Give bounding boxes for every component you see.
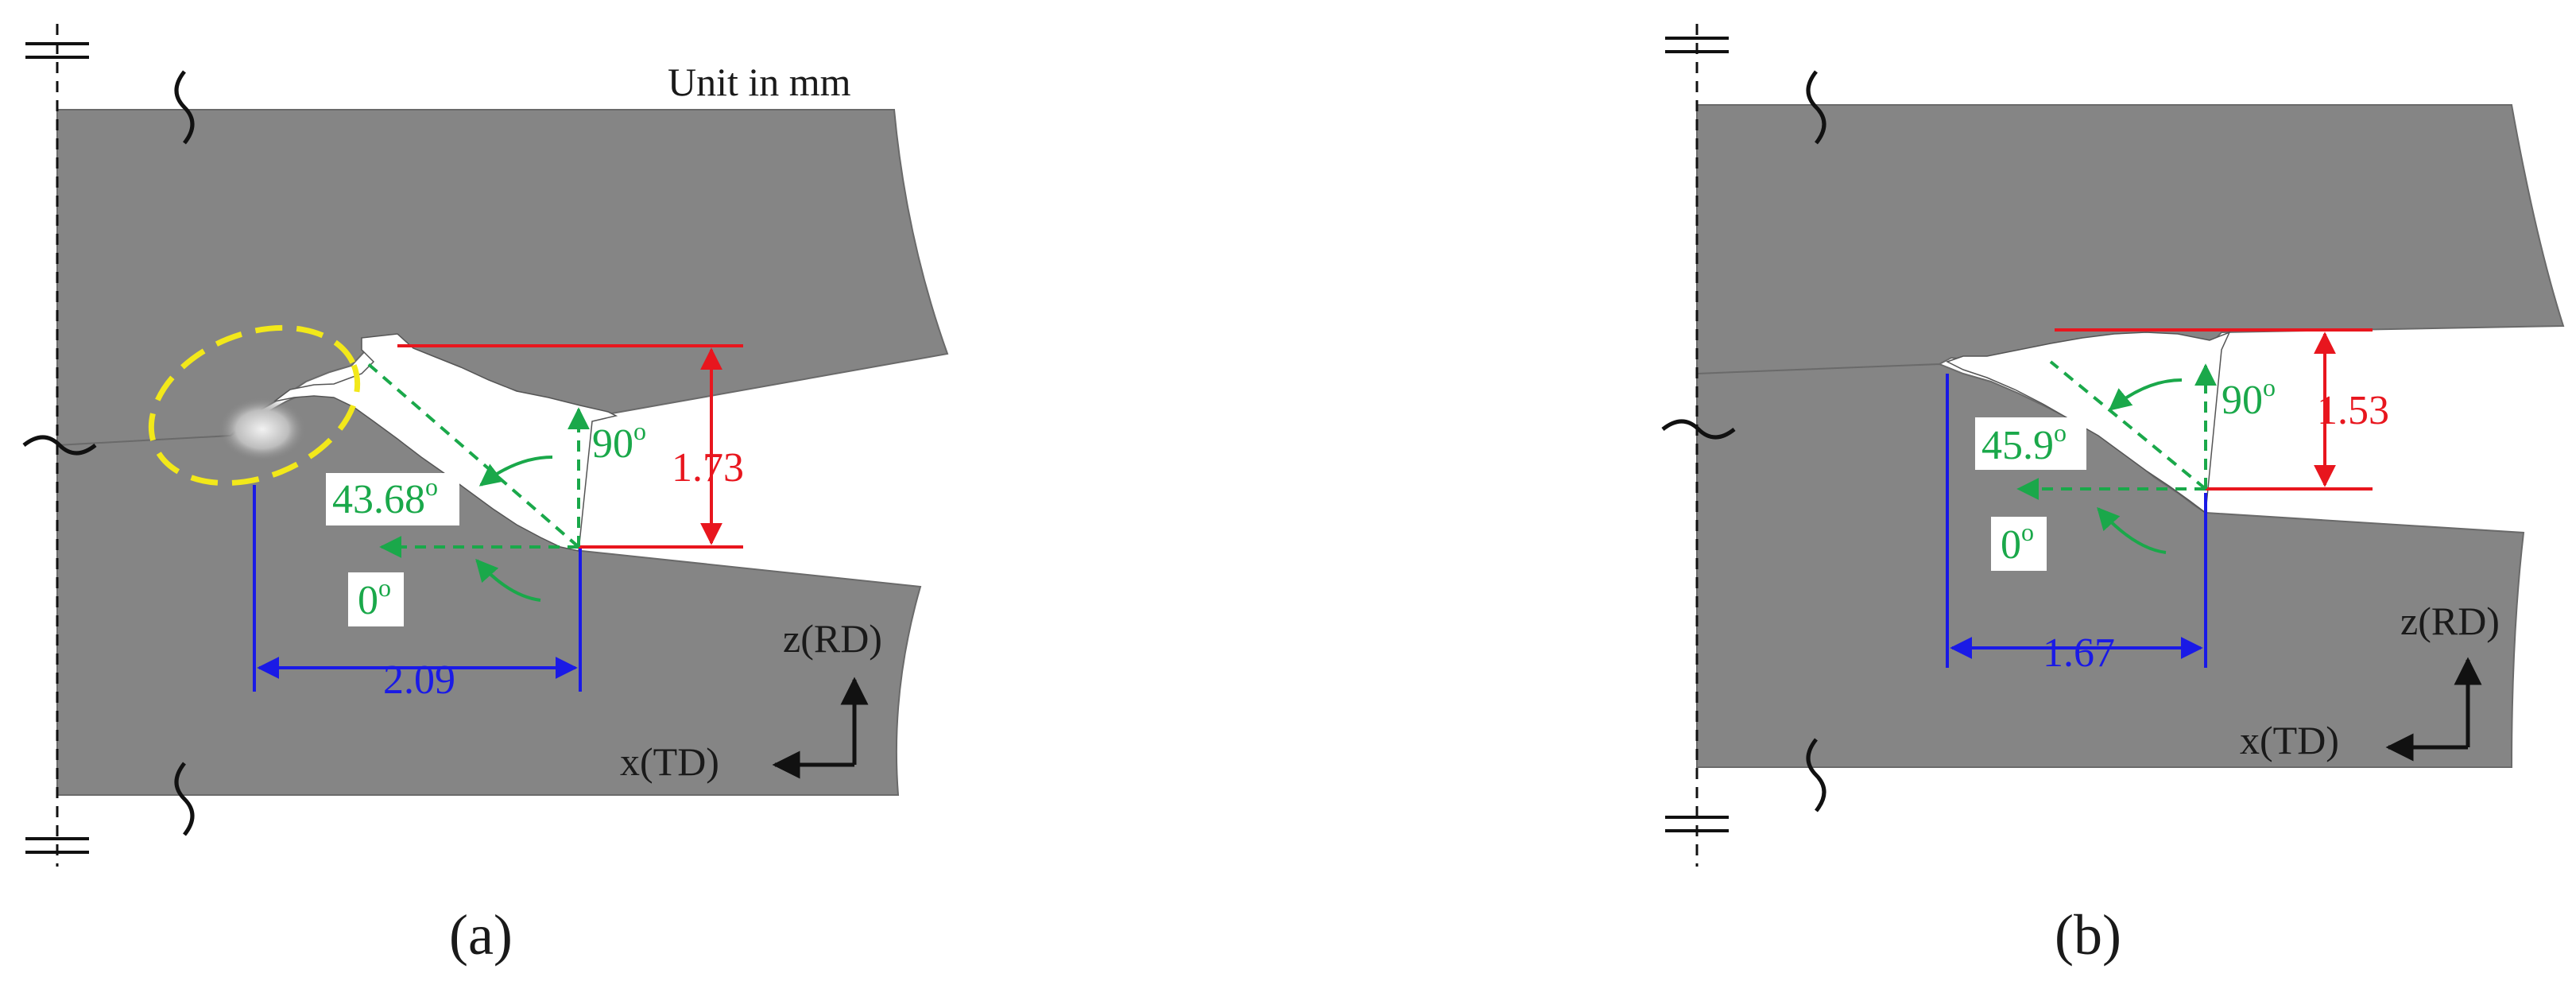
angle-bottom-box-b [1991, 517, 2047, 571]
wave-break-top-b [1806, 70, 1826, 145]
angle-diag-b: 45.9o [1981, 418, 2067, 468]
angle-construction-b [2016, 360, 2217, 554]
crack-b [1946, 331, 2231, 514]
angle-bottom-b: 0o [2001, 518, 2034, 568]
angle-bottom-box-a [348, 572, 404, 626]
wave-break-top-a [174, 70, 195, 145]
axes-indicator-b [2385, 657, 2482, 762]
axis-horizontal-a: x(TD) [620, 739, 719, 784]
height-dimension-a [397, 344, 743, 549]
angle-diag-box-b [1975, 417, 2086, 470]
width-value-a: 2.09 [383, 657, 455, 703]
angle-top-a: 90o [592, 417, 646, 467]
panel-label-b: (b) [2055, 903, 2121, 967]
break-mark-top-b [1665, 37, 1729, 53]
break-mark-top-a [25, 42, 89, 59]
angle-diag-box-a [326, 473, 459, 525]
panel-label-a: (a) [449, 903, 513, 967]
break-mark-bottom-b [1665, 816, 1729, 832]
height-dimension-b [2055, 328, 2373, 491]
panel-b: 1.53 1.67 90o 45.9o 0o z(RD) x(TD) (b) [1661, 24, 2565, 967]
break-mark-bottom-a [25, 837, 89, 854]
wave-break-left-b [1661, 419, 1736, 440]
angle-diag-a: 43.68o [332, 472, 438, 522]
highlight-ellipse-a [148, 324, 361, 487]
angle-construction-a [364, 360, 590, 602]
angle-bottom-a: 0o [358, 573, 391, 623]
width-dimension-b [1946, 374, 2207, 668]
axis-horizontal-b: x(TD) [2240, 718, 2339, 762]
panel-a: Unit in mm 1.73 2.09 90o 43.68o 0o [22, 24, 949, 967]
unit-note: Unit in mm [668, 60, 851, 104]
axis-vertical-a: z(RD) [783, 616, 882, 661]
width-value-b: 1.67 [2043, 630, 2115, 676]
wave-break-bottom-b [1806, 738, 1826, 812]
stress-spot-a [219, 397, 306, 461]
height-value-b: 1.53 [2317, 388, 2389, 433]
height-value-a: 1.73 [672, 445, 744, 491]
axes-indicator-a [772, 677, 869, 779]
axis-vertical-b: z(RD) [2400, 599, 2500, 643]
wave-break-bottom-a [174, 762, 195, 836]
wave-break-left-a [22, 435, 97, 456]
width-dimension-a [253, 485, 582, 692]
angle-top-b: 90o [2222, 373, 2276, 423]
